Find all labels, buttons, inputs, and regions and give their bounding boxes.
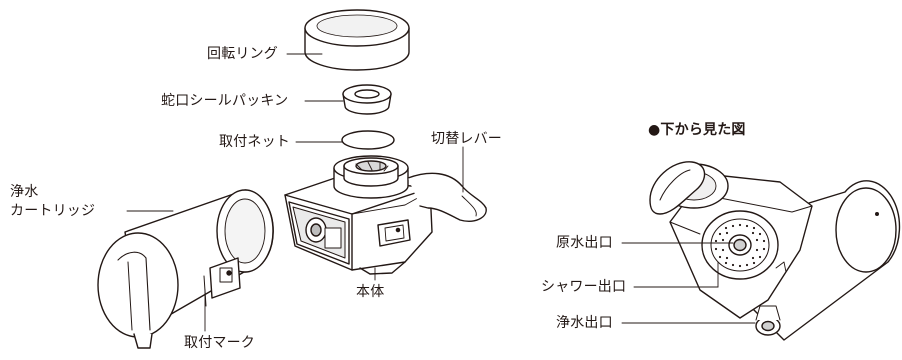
mounting-net-part — [341, 130, 395, 150]
label-faucet-seal-packing: 蛇口シールパッキン — [161, 93, 289, 109]
label-mounting-mark: 取付マーク — [184, 335, 255, 351]
bottom-view-assembly — [649, 161, 901, 341]
label-purified-water-outlet: 浄水出口 — [556, 315, 613, 331]
label-raw-water-outlet: 原水出口 — [556, 235, 613, 251]
seal-packing-part — [342, 84, 392, 115]
cartridge-part — [97, 189, 274, 349]
bottom-view-title: ●下から見た図 — [648, 122, 746, 138]
label-rotation-ring: 回転リング — [207, 46, 278, 62]
shower-holes — [714, 223, 766, 268]
rotation-ring-part — [304, 9, 410, 71]
main-body-part — [284, 155, 487, 275]
label-purified-water: 浄水 — [10, 184, 39, 200]
label-shower-outlet: シャワー出口 — [541, 279, 627, 295]
label-mounting-net: 取付ネット — [219, 134, 290, 150]
label-main-body: 本体 — [356, 284, 385, 300]
label-cartridge: カートリッジ — [10, 203, 96, 219]
label-switch-lever: 切替レバー — [431, 131, 502, 147]
leader-lines — [126, 53, 756, 332]
